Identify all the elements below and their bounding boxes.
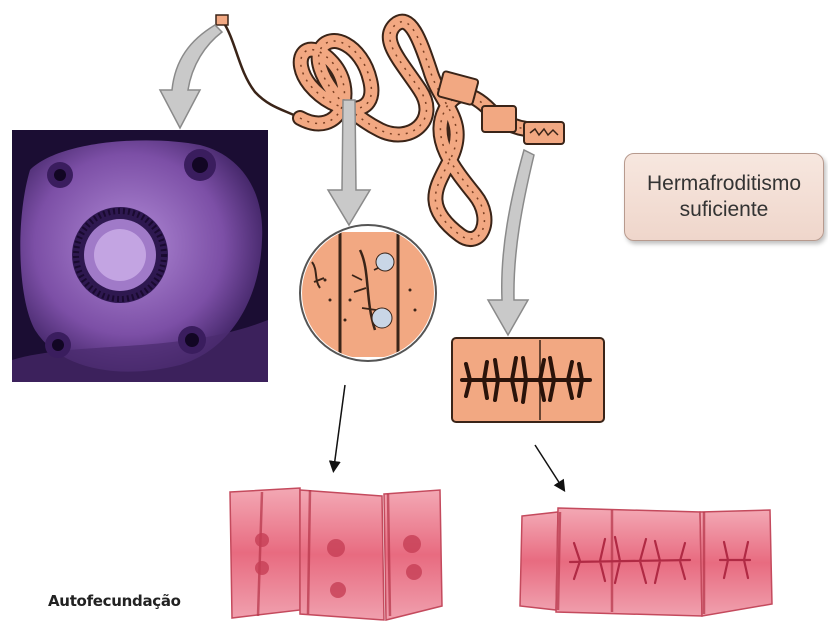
callout-line-2: suficiente	[680, 197, 769, 223]
worm-head-tip	[216, 15, 228, 25]
arrow-to-mature-segment	[488, 150, 534, 335]
stained-mature-proglottids	[520, 508, 772, 616]
callout-line-1: Hermafroditismo	[647, 171, 801, 197]
stained-immature-proglottids	[230, 488, 442, 620]
arrow-to-scolex	[160, 25, 222, 128]
hermaphroditism-callout: Hermafroditismo suficiente	[624, 153, 824, 241]
scolex-micrograph	[12, 130, 268, 382]
immature-proglottid-magnified	[300, 225, 440, 361]
arrow-to-mature-slide	[535, 445, 562, 487]
arrow-to-immature-slide	[334, 385, 345, 467]
segment-2	[482, 106, 516, 132]
worm-neck	[222, 20, 300, 118]
self-fertilization-caption: Autofecundação	[48, 592, 181, 610]
gravid-proglottid-drawing	[452, 338, 604, 422]
